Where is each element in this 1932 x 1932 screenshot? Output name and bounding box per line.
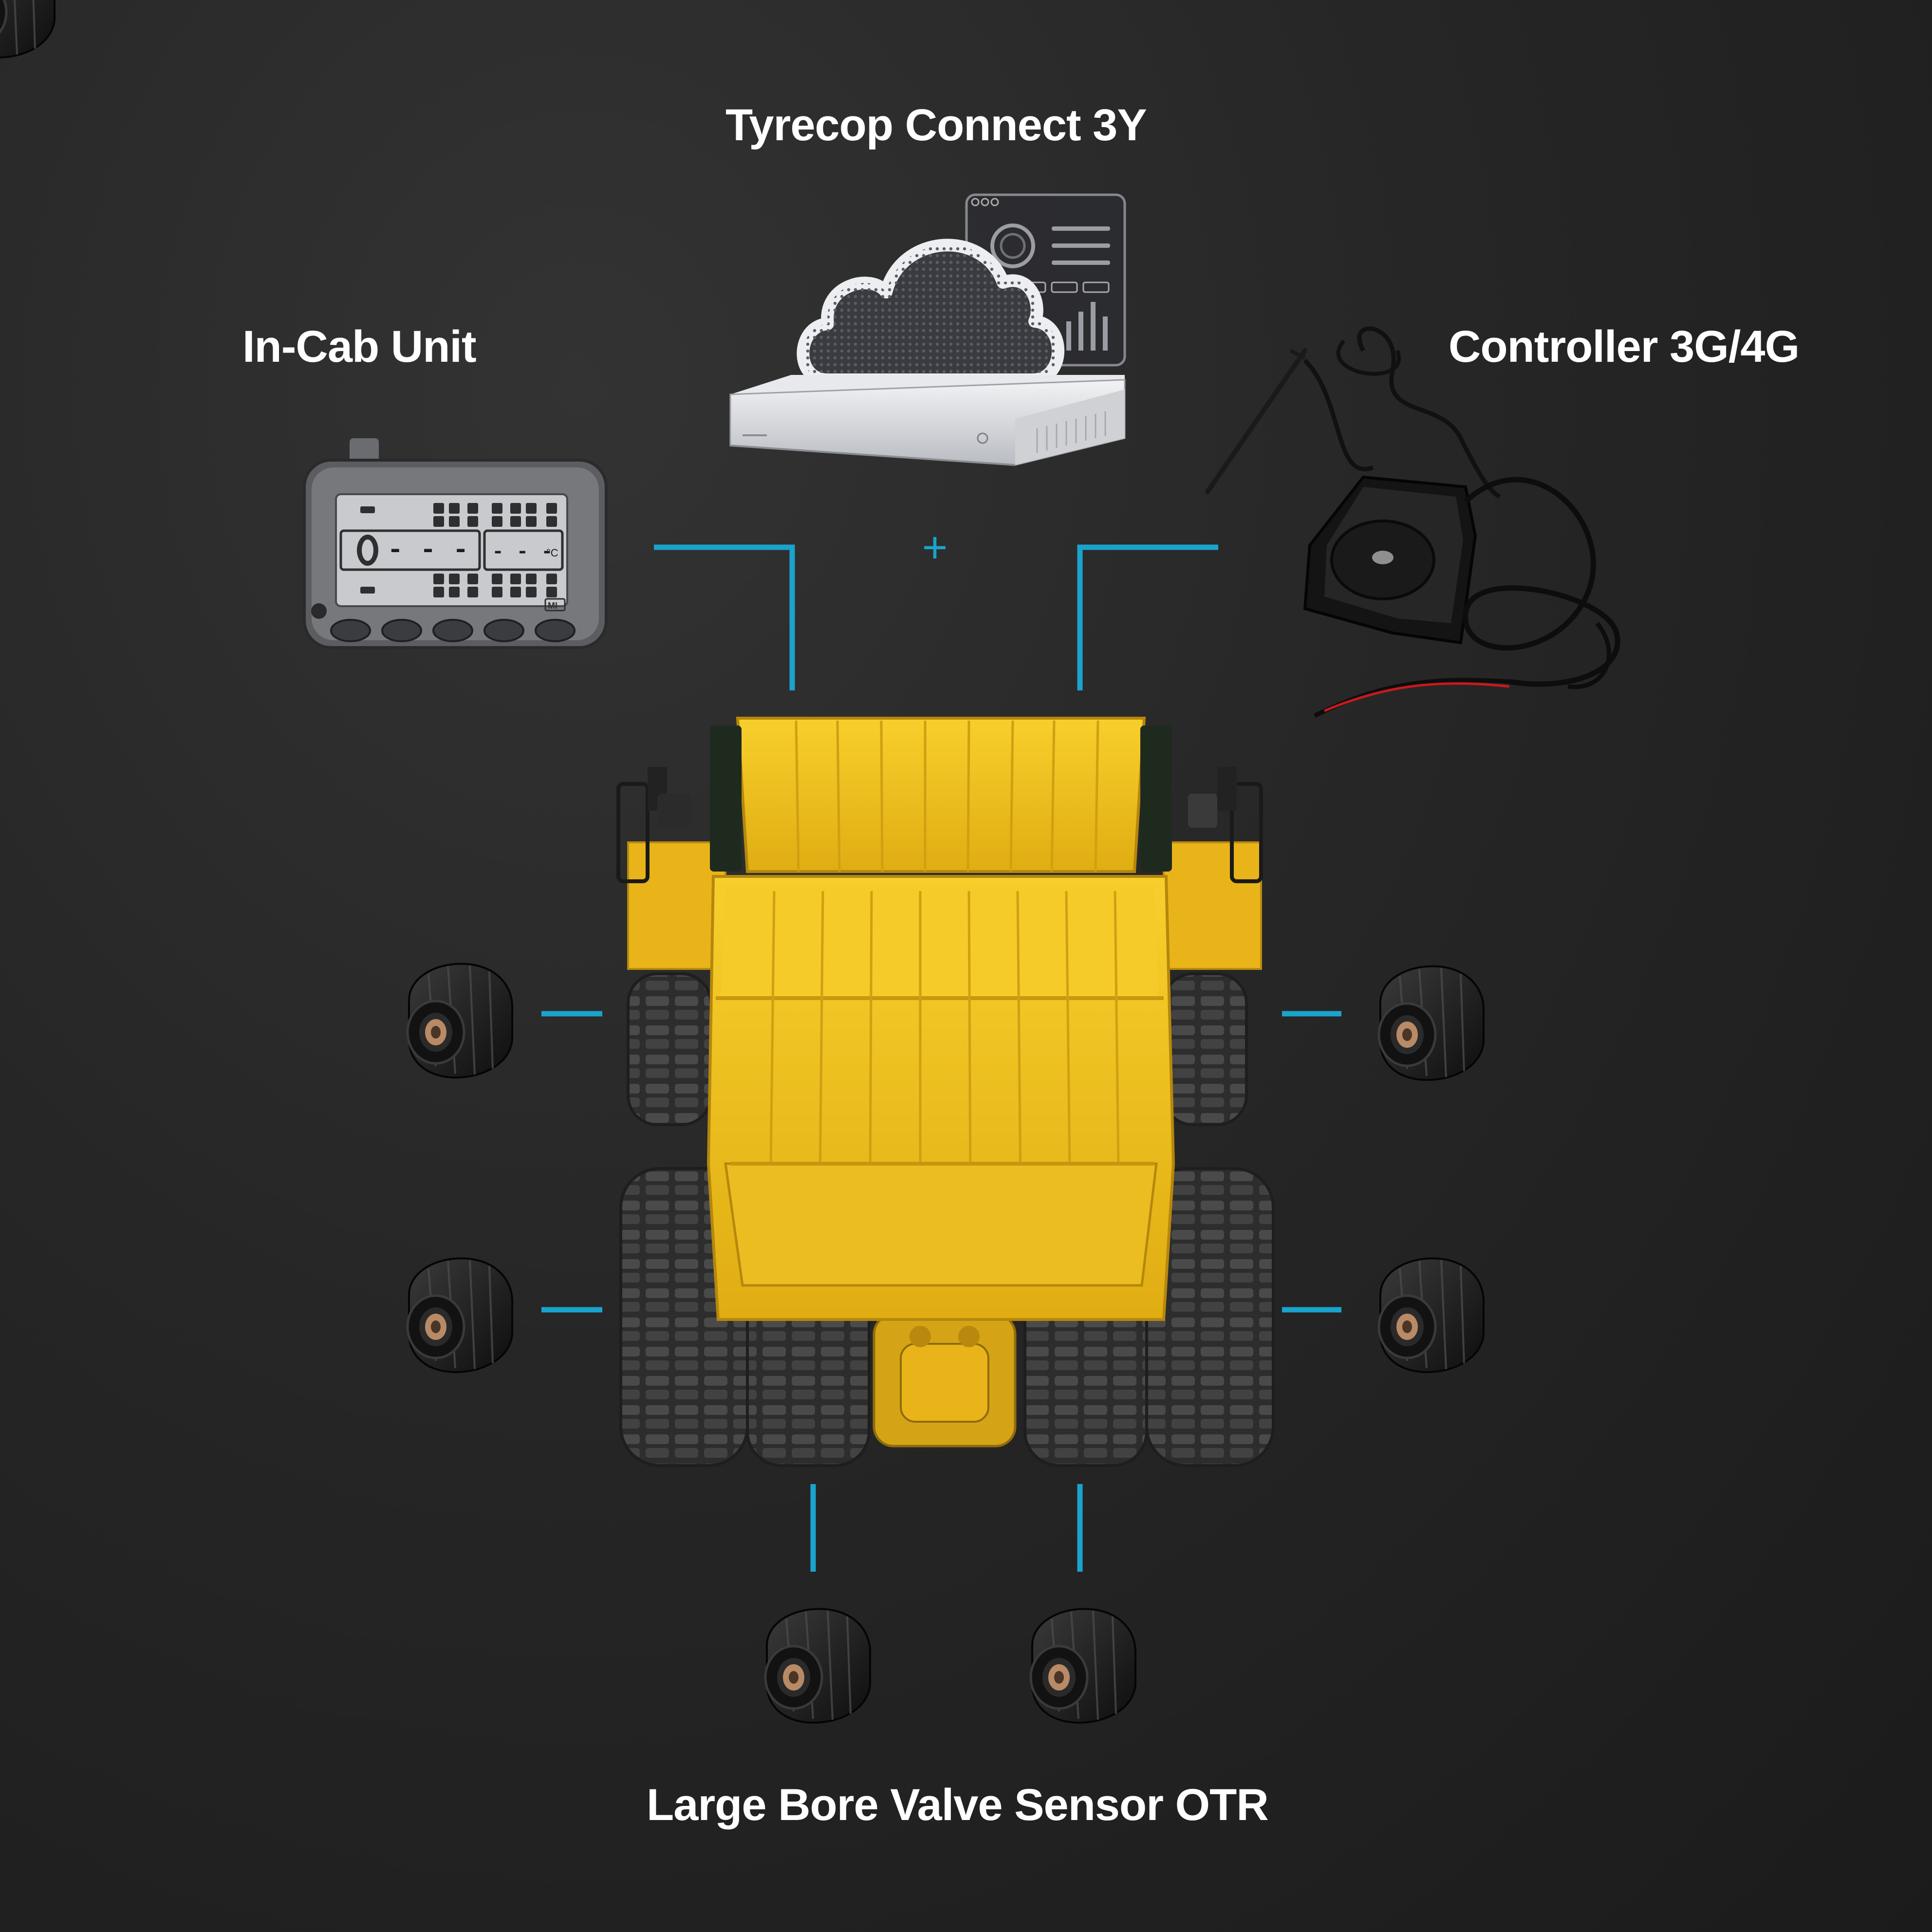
unit-badge: MI bbox=[548, 601, 557, 611]
connector-lines bbox=[541, 544, 1341, 1572]
plus-symbol: + bbox=[922, 523, 948, 572]
controller-box bbox=[1303, 475, 1477, 645]
in-cab-buttons bbox=[330, 619, 576, 642]
temperature-unit: °C bbox=[546, 547, 558, 559]
tyre-indicator-grid bbox=[360, 503, 557, 597]
sensor-front-right bbox=[1379, 966, 1484, 1080]
left-reading-dashes: - - - bbox=[387, 535, 469, 566]
dump-truck-illustration bbox=[616, 717, 1275, 1467]
label-tyrecop-connect: Tyrecop Connect 3Y bbox=[725, 100, 1147, 150]
right-reading-dashes: - - - bbox=[492, 540, 553, 564]
connector-in-cab bbox=[654, 544, 795, 690]
label-valve-sensor: Large Bore Valve Sensor OTR bbox=[647, 1780, 1269, 1830]
sensor-rear-right bbox=[1379, 1258, 1484, 1372]
controller-illustration bbox=[1205, 326, 1620, 718]
antenna-cable bbox=[1205, 326, 1501, 499]
truck-chassis bbox=[616, 767, 1263, 1448]
sensor-bottom-right bbox=[1031, 1609, 1135, 1723]
label-controller: Controller 3G/4G bbox=[1449, 322, 1800, 372]
sensor-front-left bbox=[408, 964, 512, 1077]
sensor-rear-left bbox=[408, 1258, 512, 1372]
in-cab-unit-illustration: - - - - - - °C bbox=[303, 438, 608, 649]
sensor-bottom-left bbox=[765, 1609, 870, 1723]
cloud-server-illustration bbox=[729, 193, 1126, 466]
cloud-icon bbox=[797, 239, 1065, 386]
server-box bbox=[729, 375, 1126, 466]
connector-controller bbox=[1077, 544, 1218, 690]
label-in-cab-unit: In-Cab Unit bbox=[242, 322, 477, 372]
power-cable bbox=[1313, 477, 1620, 718]
truck-dump-bed bbox=[706, 717, 1175, 1321]
